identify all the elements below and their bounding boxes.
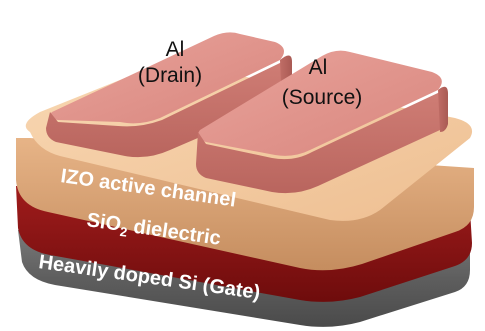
al-source-electrode [196, 50, 448, 194]
source-label-line1: Al [309, 56, 328, 79]
source-label-line2: (Source) [282, 86, 363, 109]
sio2-label-subscript: 2 [119, 224, 128, 240]
drain-label-line1: Al [166, 38, 185, 61]
drain-label-line2: (Drain) [138, 64, 202, 87]
sio2-label-main: SiO [85, 209, 122, 236]
